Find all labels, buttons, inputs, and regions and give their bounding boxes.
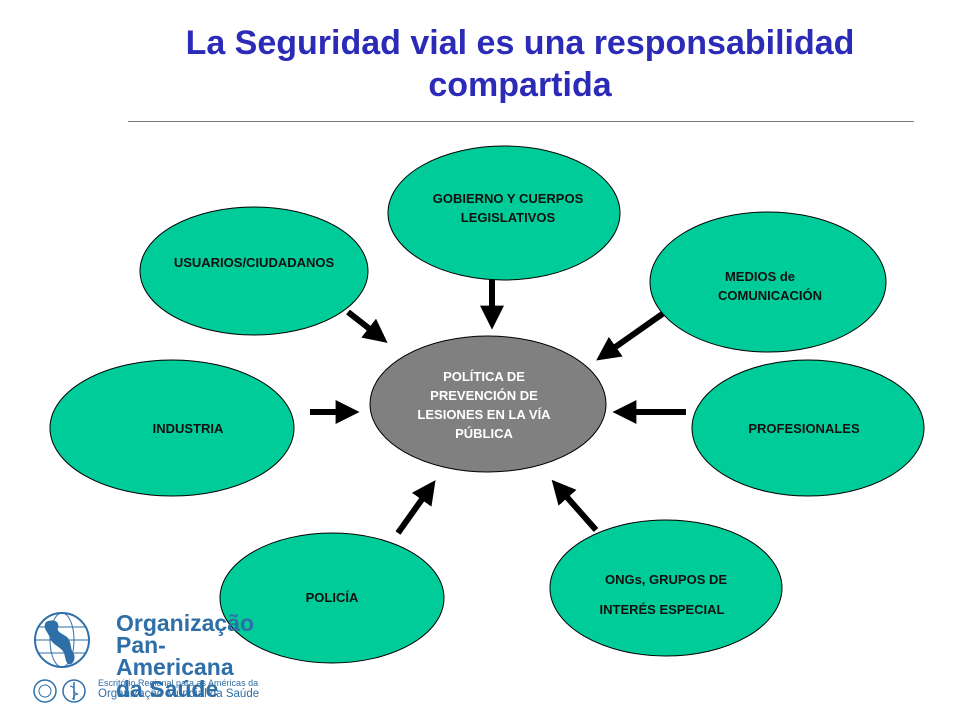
logo-sub-1: Escritório Regional para as Américas da [98, 678, 259, 688]
logo-line-2: Pan-Americana [116, 632, 234, 680]
arrow-medios [596, 307, 670, 361]
node-usuarios: USUARIOS/CIUDADANOS [139, 206, 369, 336]
logo-line-1: Organização [116, 610, 255, 636]
node-profesionales-label: PROFESIONALES [748, 421, 860, 436]
node-center: POLÍTICA DE PREVENCIÓN DE LESIONES EN LA… [369, 335, 607, 473]
node-ongs: ONGs, GRUPOS DE INTERÉS ESPECIAL [549, 519, 783, 657]
node-policia-label: POLICÍA [306, 590, 359, 605]
center-label-2: PREVENCIÓN DE [430, 388, 538, 403]
node-usuarios-label: USUARIOS/CIUDADANOS [174, 255, 335, 270]
emblem-icons [33, 679, 86, 703]
node-policia: POLICÍA [219, 532, 445, 664]
arrow-ongs [551, 479, 599, 532]
node-industria-label: INDUSTRIA [153, 421, 224, 436]
organization-logo: Organização Pan-Americana da Saúde Escri… [28, 606, 268, 714]
globe-icon [34, 612, 90, 668]
arrow-usuarios [346, 309, 388, 343]
node-ongs-label-1: ONGs, GRUPOS DE [605, 572, 727, 587]
center-label-1: POLÍTICA DE [443, 369, 525, 384]
title-divider [128, 121, 914, 122]
node-gobierno-label-2: LEGISLATIVOS [461, 210, 556, 225]
node-medios-label-2: COMUNICACIÓN [718, 288, 822, 303]
logo-line-3: da Saúde [116, 676, 219, 702]
node-gobierno-label-1: GOBIERNO Y CUERPOS [433, 191, 584, 206]
node-medios: MEDIOS de COMUNICACIÓN [649, 211, 887, 353]
logo-sub-2: Organização Mundial da Saúde [98, 688, 260, 700]
arrow-policia [395, 480, 436, 535]
arrows [310, 280, 686, 535]
node-gobierno: GOBIERNO Y CUERPOS LEGISLATIVOS [387, 145, 621, 281]
center-label-4: PÚBLICA [455, 426, 513, 441]
logo-subtext: Escritório Regional para as Américas da … [98, 678, 259, 700]
center-label-3: LESIONES EN LA VÍA [417, 407, 551, 422]
node-profesionales: PROFESIONALES [691, 359, 925, 497]
page-title: La Seguridad vial es una responsabilidad… [185, 24, 855, 104]
node-industria: INDUSTRIA [49, 359, 295, 497]
logo-text: Organização Pan-Americana da Saúde [116, 610, 268, 702]
node-medios-label-1: MEDIOS de [725, 269, 795, 284]
node-ongs-label-2: INTERÉS ESPECIAL [600, 602, 725, 617]
